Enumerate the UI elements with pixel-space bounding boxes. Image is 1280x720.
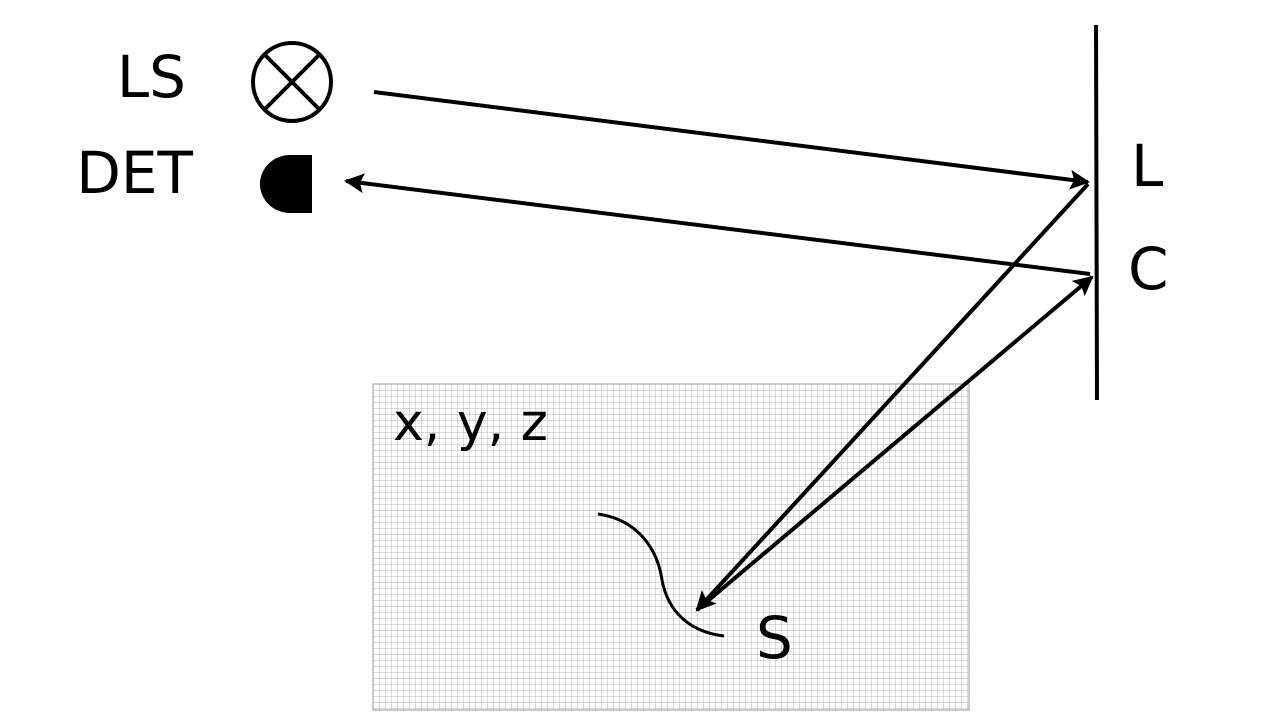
sample-stage xyxy=(372,383,970,711)
label-lens: L xyxy=(1131,132,1163,200)
sample-curve xyxy=(597,512,725,638)
light-source-icon xyxy=(251,41,333,123)
beam-ls-to-lens xyxy=(373,90,1090,190)
beam-sample-to-collimator xyxy=(695,275,1094,612)
label-light-source: LS xyxy=(117,43,186,111)
label-detector: DET xyxy=(76,139,193,207)
lens-collimator-line xyxy=(1094,24,1099,401)
label-collimator: C xyxy=(1128,235,1169,303)
label-coordinates: x, y, z xyxy=(393,393,548,453)
detector-icon xyxy=(260,155,312,213)
beam-collimator-to-detector xyxy=(344,173,1091,276)
beam-lens-to-sample xyxy=(695,182,1090,612)
label-sample: S xyxy=(756,604,793,672)
